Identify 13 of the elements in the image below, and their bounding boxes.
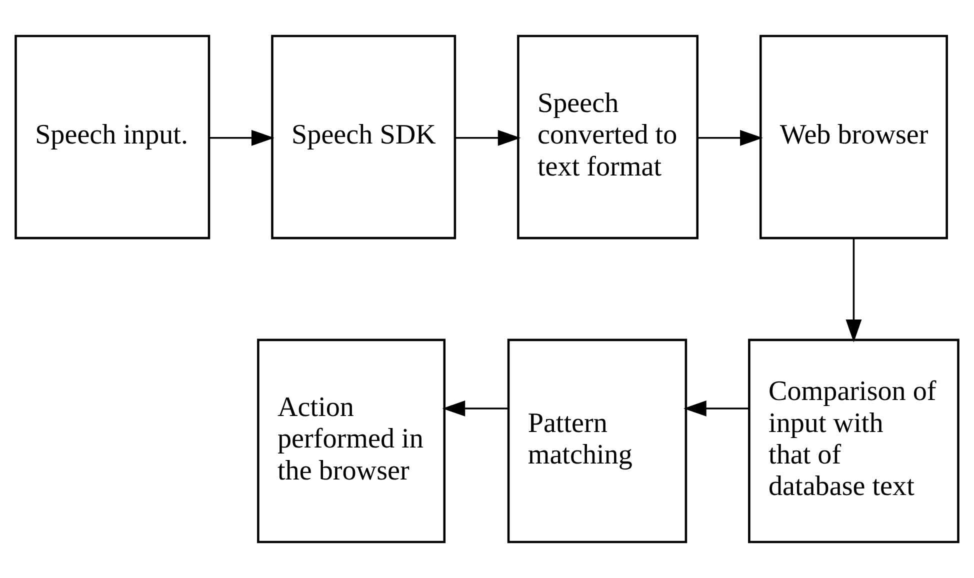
node-box: Web browser: [759, 34, 948, 240]
arrow: [442, 400, 508, 416]
arrow: [846, 238, 862, 342]
node-box: Comparison of input with that of database text: [748, 338, 960, 544]
node-box: Action performed in the browser: [257, 338, 446, 544]
arrow: [684, 400, 749, 416]
node-box: Pattern matching: [507, 338, 688, 544]
node-box: Speech SDK: [271, 34, 456, 240]
arrow: [455, 130, 521, 146]
node-box: Speech converted to text format: [517, 34, 699, 240]
arrow: [210, 130, 274, 146]
node-box: Speech input.: [14, 34, 210, 240]
arrow: [698, 130, 763, 146]
